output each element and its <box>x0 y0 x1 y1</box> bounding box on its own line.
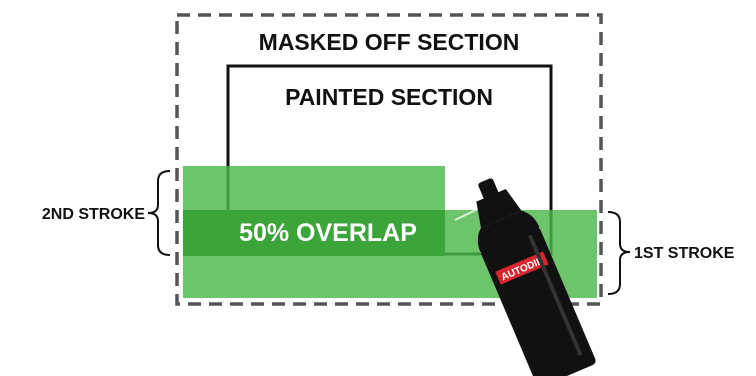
first-stroke-label: 1ST STROKE <box>634 245 735 262</box>
first-stroke-brace <box>608 212 630 294</box>
second-stroke-brace <box>148 171 170 255</box>
masked-off-label: MASKED OFF SECTION <box>259 29 520 55</box>
overlap-label: 50% OVERLAP <box>239 219 417 247</box>
second-stroke-label: 2ND STROKE <box>42 206 145 223</box>
painted-section-label: PAINTED SECTION <box>285 84 493 110</box>
